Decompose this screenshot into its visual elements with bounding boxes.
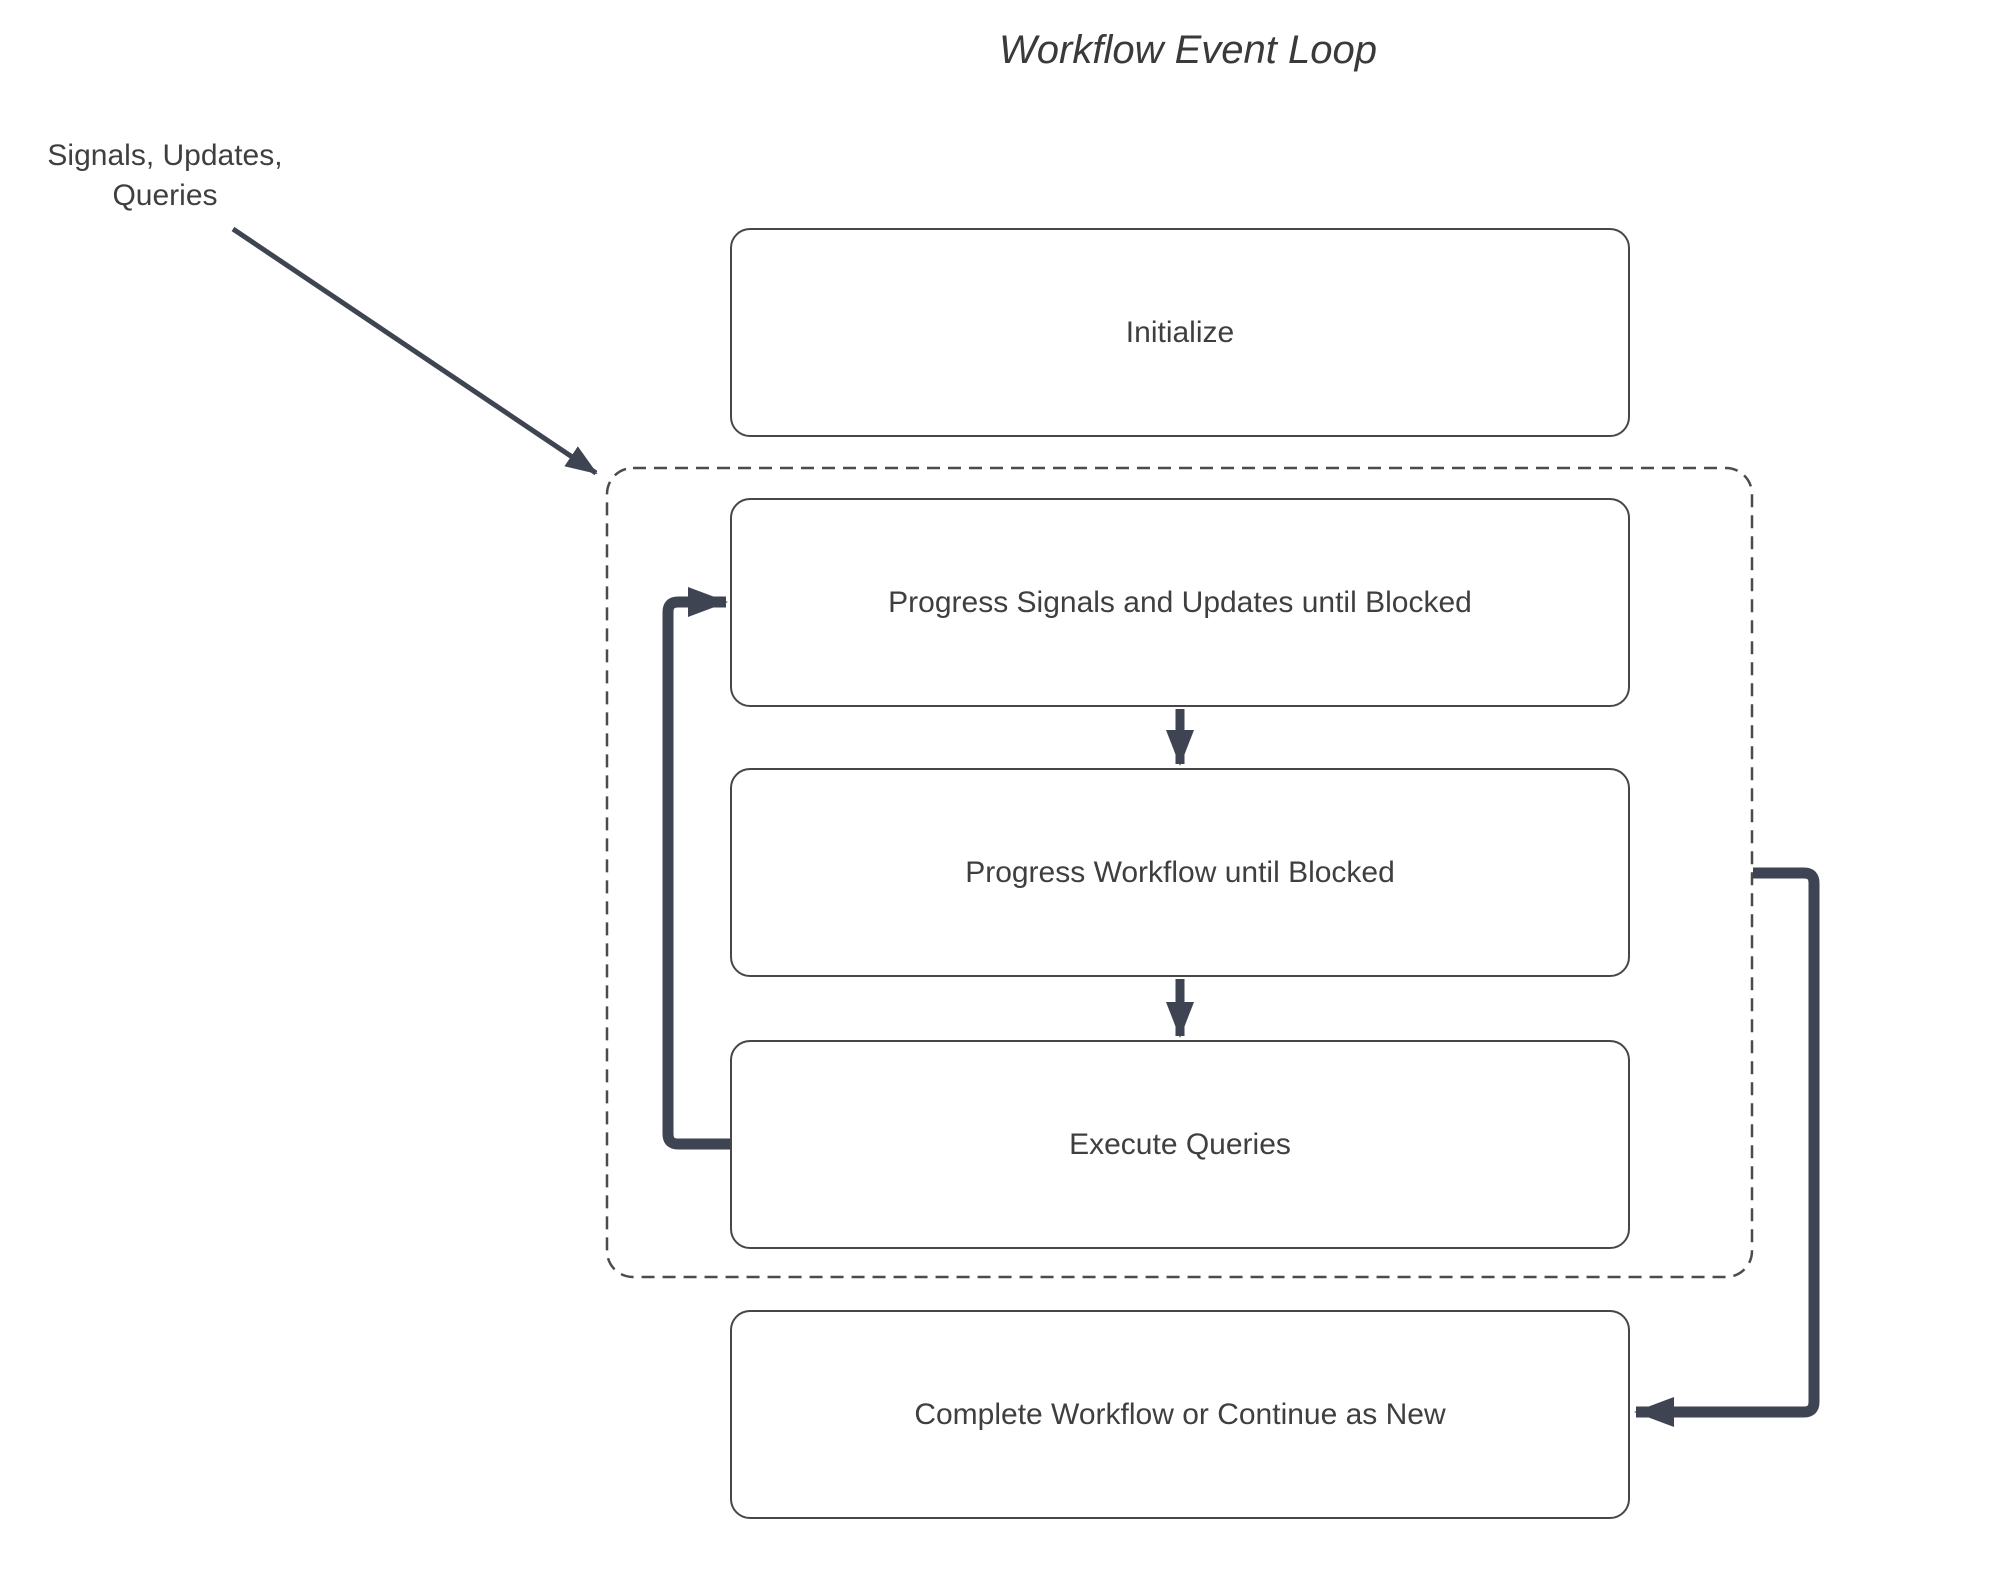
- node-execute-queries: Execute Queries: [730, 1040, 1630, 1249]
- node-progress-workflow: Progress Workflow until Blocked: [730, 768, 1630, 977]
- continue-as-new-connector: [1634, 867, 1820, 1427]
- loop-back-connector: [662, 587, 730, 1150]
- node-complete-workflow: Complete Workflow or Continue as New: [730, 1310, 1630, 1519]
- signals-input-arrow: [231, 226, 598, 476]
- node-progress-signals-updates: Progress Signals and Updates until Block…: [730, 498, 1630, 707]
- label-line-1: Signals, Updates,: [47, 139, 283, 172]
- label-line-2: Queries: [112, 179, 218, 212]
- node-initialize: Initialize: [730, 228, 1630, 437]
- signals-updates-queries-label: Signals, Updates, Queries: [15, 136, 315, 216]
- diagram-title: Workflow Event Loop: [999, 28, 1377, 72]
